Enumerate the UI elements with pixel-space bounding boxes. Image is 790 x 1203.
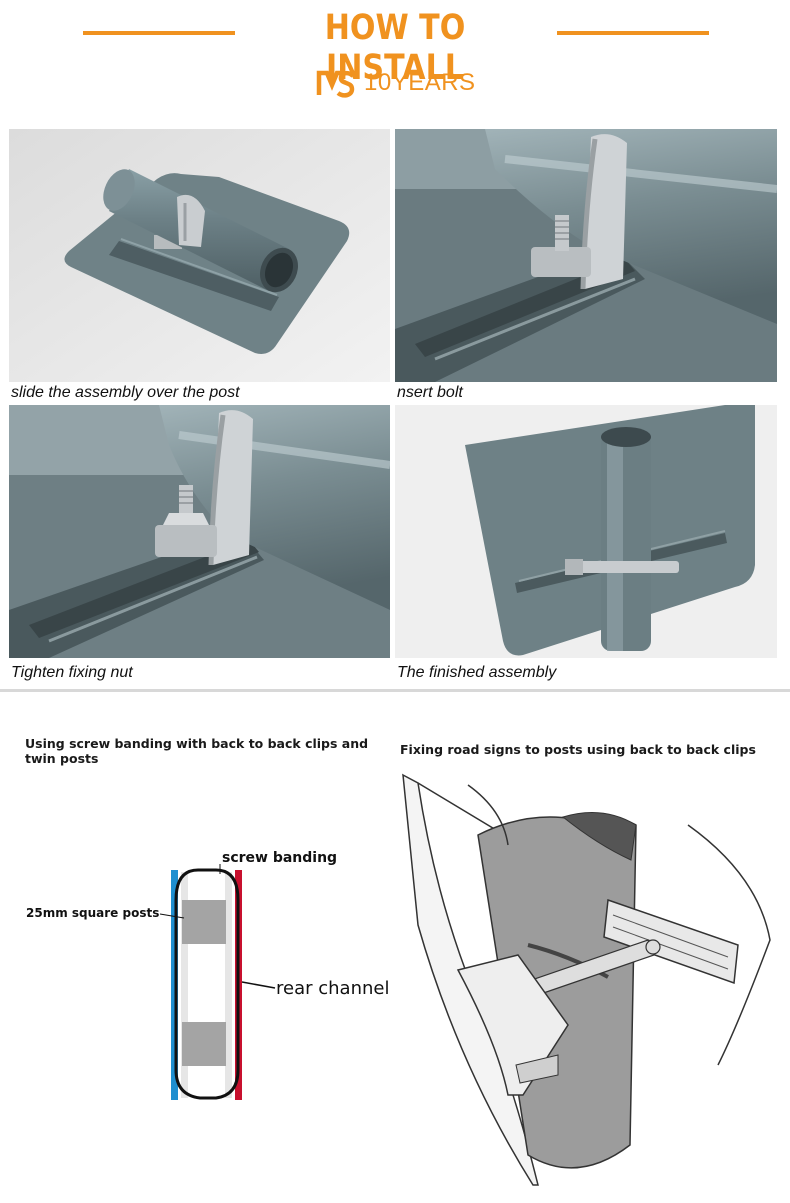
step-photo-finished-assembly [395,405,777,658]
brand-text: 10YEARS [364,69,476,96]
brand: 10YEARS [316,66,476,100]
label-square-posts: 25mm square posts [26,906,160,920]
step-photo-slide-assembly [9,129,390,382]
label-screw-banding: screw banding [222,850,338,866]
diagram-right-title: Fixing road signs to posts using back to… [400,742,756,757]
label-rear-channel: rear channel [276,978,390,999]
step-caption-3: Tighten fixing nut [11,664,133,681]
diagram-left-title: Using screw banding with back to back cl… [25,736,369,766]
step-caption-1: slide the assembly over the post [11,384,240,401]
step-caption-4: The finished assembly [397,664,557,681]
page-header: HOW TO INSTALL 10YEARS [0,0,790,110]
step-caption-2: nsert bolt [397,384,463,401]
page-title: HOW TO INSTALL [324,8,466,88]
step-photo-insert-bolt [395,129,777,382]
header-rule-left [83,31,235,35]
back-to-back-clip-drawing [398,765,783,1190]
header-rule-right [557,31,709,35]
section-divider [0,689,790,692]
screw-banding-diagram [20,840,400,1110]
step-photo-tighten-nut [9,405,390,658]
brand-logo-icon [316,70,355,98]
